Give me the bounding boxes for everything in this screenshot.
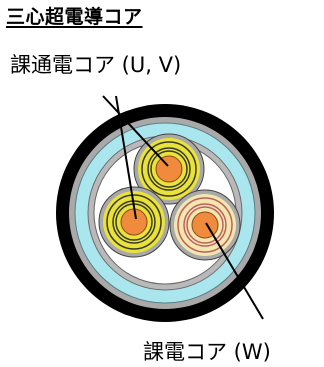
diagram-title: 三心超電導コア bbox=[6, 6, 143, 28]
label-current-cores-uv: 課通電コア (U, V) bbox=[10, 53, 182, 77]
core-top bbox=[133, 133, 205, 205]
core-bottom-right bbox=[169, 189, 241, 261]
leader-line-u bbox=[102, 95, 169, 167]
core-bottom-left bbox=[98, 186, 170, 258]
leader-line-v bbox=[115, 95, 137, 220]
leader-line-w bbox=[205, 222, 264, 320]
label-voltage-core-w: 課電コア (W) bbox=[143, 340, 271, 364]
